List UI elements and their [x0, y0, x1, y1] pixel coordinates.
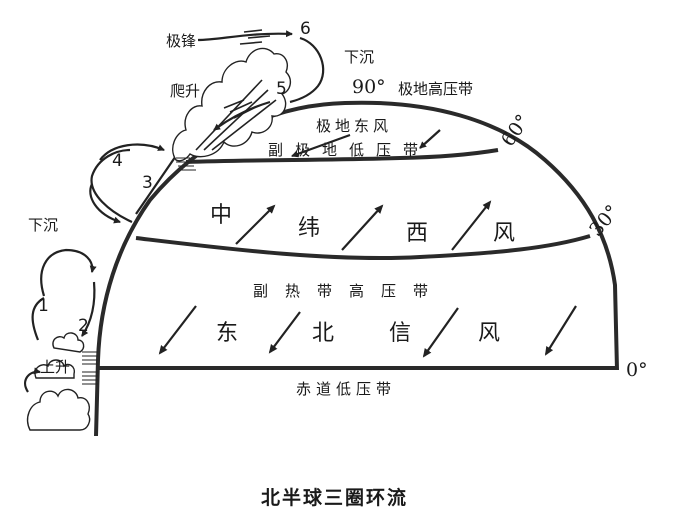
cell-number-5: 5	[276, 79, 287, 99]
trade-wind-arrow	[422, 307, 459, 358]
cell-number-3: 3	[142, 173, 153, 193]
sink-polar-label: 下沉	[344, 48, 374, 66]
sink-30-label: 下沉	[28, 216, 58, 234]
westerlies-char: 风	[493, 221, 515, 246]
ferrel-cell	[89, 143, 181, 224]
earth-outline	[94, 100, 619, 437]
latitude-label-30: 30°	[585, 201, 624, 241]
polar-front-label: 极锋	[166, 32, 196, 50]
rising-hatch	[82, 351, 98, 385]
polar-easterly-arrow	[419, 129, 441, 149]
trade-wind-arrow	[544, 305, 577, 356]
westerlies-char: 中	[210, 203, 232, 228]
polar-high-label: 极地高压带	[398, 80, 473, 98]
cell-number-6: 6	[300, 19, 311, 39]
polar-easterlies-label: 极地东风	[316, 117, 392, 135]
cell-number-1: 1	[38, 296, 49, 316]
trade-winds-char: 风	[478, 321, 500, 346]
westerly-arrow	[451, 200, 492, 251]
cell-number-4: 4	[112, 151, 123, 171]
westerly-arrow	[235, 204, 276, 245]
latitude-line-30	[135, 234, 591, 261]
climb-label: 爬升	[170, 82, 200, 100]
rise-label: 上升	[40, 358, 70, 376]
hadley-cell	[24, 248, 98, 431]
subpolar-low-label: 副极地低压带	[268, 141, 430, 159]
trade-winds-char: 信	[389, 321, 411, 346]
trade-winds-char: 北	[312, 321, 334, 346]
trade-wind-arrow	[268, 311, 301, 354]
westerlies-char: 西	[406, 221, 428, 246]
polar-front-cloud	[172, 29, 325, 171]
diagram-title: 北半球三圈环流	[261, 486, 408, 509]
latitude-label-90: 90°	[352, 76, 386, 98]
westerlies-char: 纬	[298, 216, 320, 241]
trade-winds-char: 东	[216, 321, 238, 346]
latitude-line-60	[185, 148, 499, 164]
cell-number-2: 2	[78, 316, 89, 336]
latitude-label-60: 60°	[497, 110, 534, 150]
polar-easterly-arrow	[291, 133, 351, 158]
latitude-label-0: 0°	[626, 359, 648, 381]
equatorial-low-label: 赤道低压带	[296, 380, 396, 398]
subtropical-high-label: 副热带高压带	[253, 282, 445, 300]
trade-wind-arrow	[158, 305, 197, 355]
westerly-arrow	[341, 204, 384, 251]
